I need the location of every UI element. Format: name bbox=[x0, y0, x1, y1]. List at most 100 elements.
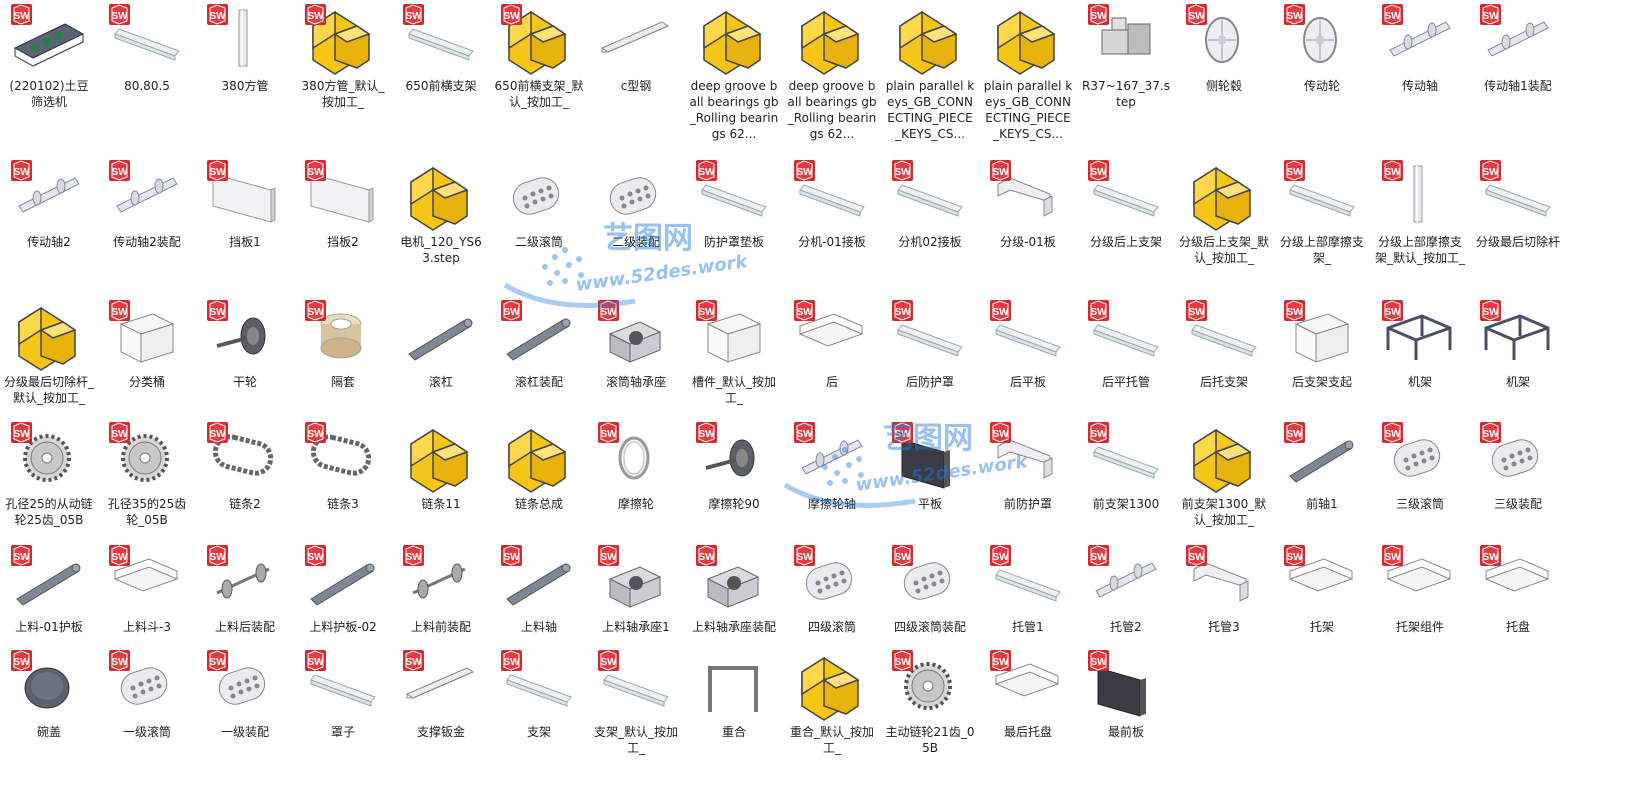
file-item[interactable]: deep groove ball bearings gb_Rolling bea… bbox=[686, 4, 782, 142]
file-item[interactable]: 链条11 bbox=[393, 422, 489, 512]
file-item[interactable]: 分级最后切除杆_默认_按加工_ bbox=[1, 300, 97, 406]
solidworks-badge-icon: SW bbox=[696, 300, 717, 321]
file-item[interactable]: 前支架1300_默认_按加工_ bbox=[1176, 422, 1272, 528]
file-label: 重合_默认_按加工_ bbox=[789, 725, 874, 755]
beam-icon bbox=[995, 324, 1061, 357]
file-item[interactable]: c型钢 bbox=[588, 4, 684, 94]
file-item[interactable]: 电机_120_YS63.step bbox=[393, 160, 489, 266]
file-item[interactable]: 二级装配 bbox=[588, 160, 684, 250]
solidworks-badge-icon: SW bbox=[990, 422, 1011, 443]
file-item[interactable]: plain parallel keys_GB_CONNECTING_PIECE_… bbox=[882, 4, 978, 142]
file-item[interactable]: 滚杠 bbox=[393, 300, 489, 390]
file-item[interactable]: plain parallel keys_GB_CONNECTING_PIECE_… bbox=[980, 4, 1076, 142]
file-item[interactable]: deep groove ball bearings gb_Rolling bea… bbox=[784, 4, 880, 142]
file-label: 分级最后切除杆_默认_按加工_ bbox=[4, 375, 95, 405]
file-thumbnail: SW bbox=[696, 422, 772, 494]
file-thumbnail bbox=[403, 300, 479, 372]
file-item[interactable]: 分级后上支架_默认_按加工_ bbox=[1176, 160, 1272, 266]
file-item[interactable]: 重合_默认_按加工_ bbox=[784, 650, 880, 756]
file-item[interactable]: 重合 bbox=[686, 650, 782, 740]
file-item[interactable]: 链条总成 bbox=[491, 422, 587, 512]
file-item[interactable]: 二级滚筒 bbox=[491, 160, 587, 250]
svg-text:SW: SW bbox=[503, 657, 520, 668]
file-item[interactable]: SW(220102)土豆筛选机 bbox=[1, 4, 97, 110]
